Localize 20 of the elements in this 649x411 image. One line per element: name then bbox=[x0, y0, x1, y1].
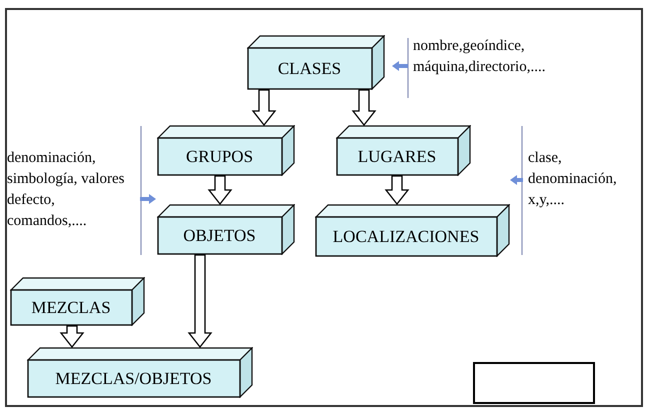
note-text: nombre,geoíndice, máquina,directorio,.... bbox=[413, 37, 546, 77]
box-label: LOCALIZACIONES bbox=[332, 226, 480, 248]
note-text: clase, denominación, x,y,.... bbox=[528, 149, 618, 210]
label-box bbox=[473, 362, 595, 404]
box-label: OBJETOS bbox=[183, 225, 256, 248]
note-text: denominación, simbología, valores defecto, comandos,.... bbox=[7, 149, 126, 231]
box-label: LUGARES bbox=[358, 146, 436, 168]
arrow bbox=[140, 194, 156, 204]
block-arrow bbox=[60, 325, 84, 348]
block-arrow bbox=[384, 175, 410, 206]
box-label: GRUPOS bbox=[186, 146, 254, 168]
block-arrow bbox=[188, 254, 212, 348]
block-arrow bbox=[352, 89, 376, 126]
box-label: CLASES bbox=[278, 58, 342, 80]
block-arrow bbox=[208, 175, 232, 206]
arrow bbox=[510, 175, 523, 185]
box-label: MEZCLAS/OBJETOS bbox=[55, 368, 212, 390]
block-arrow bbox=[252, 89, 276, 126]
arrow bbox=[392, 61, 408, 71]
box-label: MEZCLAS bbox=[31, 297, 111, 320]
